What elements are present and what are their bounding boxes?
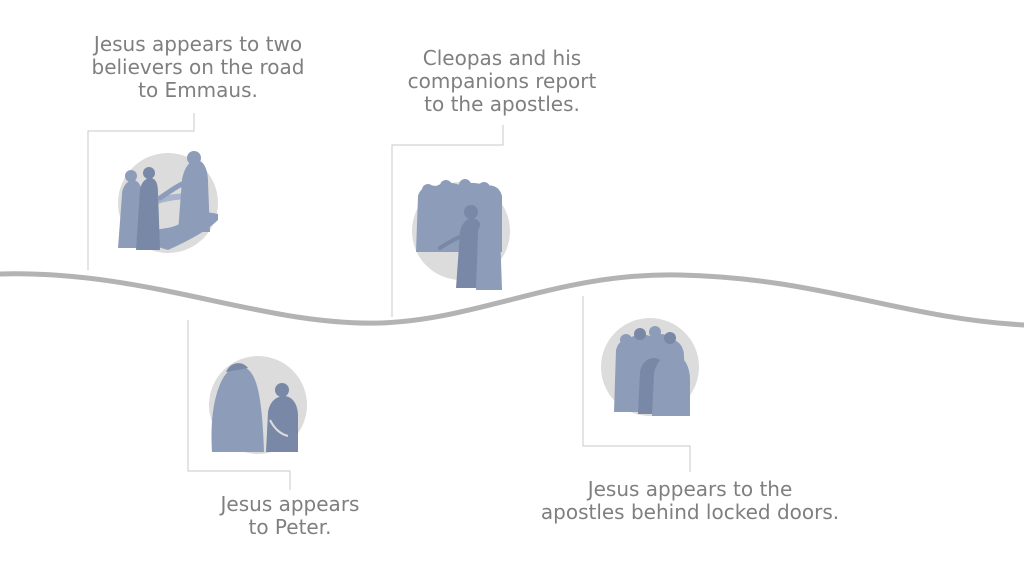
report-to-apostles-illustration [412,179,510,290]
caption-line: companions report [407,69,597,93]
leader-line-peter [187,320,291,490]
leader-line-cleopas [391,125,504,317]
caption-emmaus: Jesus appears to two believers on the ro… [78,33,318,102]
locked-doors-illustration [601,318,699,416]
caption-line: Jesus appears to two [93,32,303,56]
caption-line: Jesus appears to the [587,477,793,501]
caption-peter: Jesus appears to Peter. [190,493,390,539]
caption-line: to Emmaus. [138,78,258,102]
timeline-wave [0,271,1024,328]
leader-lines [87,113,691,490]
caption-line: to the apostles. [424,92,580,116]
caption-line: Cleopas and his [422,46,582,70]
caption-line: apostles behind locked doors. [540,500,840,524]
leader-line-doors [582,296,691,472]
appears-to-peter-illustration [209,356,307,454]
leader-line-emmaus [87,113,195,270]
road-to-emmaus-illustration [118,151,218,253]
caption-cleopas: Cleopas and his companions report to the… [382,47,622,116]
caption-line: Jesus appears [220,492,360,516]
caption-locked-doors: Jesus appears to the apostles behind loc… [510,478,870,524]
caption-line: believers on the road [91,55,305,79]
caption-line: to Peter. [248,515,332,539]
